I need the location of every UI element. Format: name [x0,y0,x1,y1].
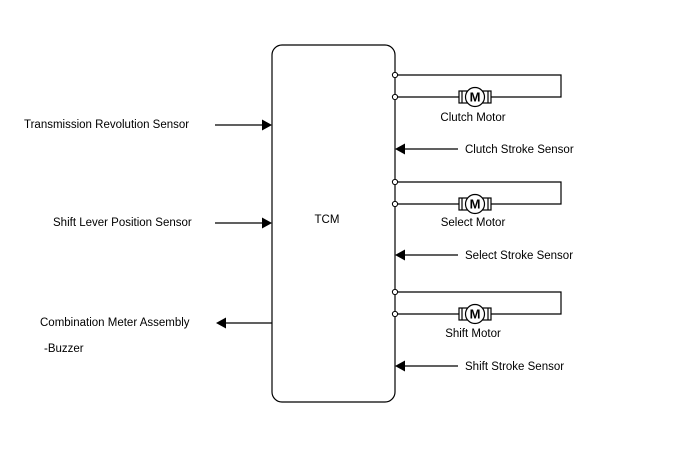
motor-icon: M [458,303,492,325]
select-stroke-sensor-label: Select Stroke Sensor [465,250,573,262]
tcm-block: TCM [271,44,396,403]
tcm-label: TCM [315,214,340,226]
terminal-node [391,93,399,101]
arrow-left-icon [395,249,405,261]
arrow-left-icon [395,143,405,155]
shift-motor-label: Shift Motor [445,328,501,340]
motor-icon: M [458,86,492,108]
arrow-right-icon [262,217,272,229]
terminal-node [391,178,399,186]
terminal-node [391,71,399,79]
motor-rotor [464,86,486,108]
motor-symbol: M [470,90,481,105]
transmission-revolution-sensor-label: Transmission Revolution Sensor [24,119,189,131]
shift-stroke-sensor-label: Shift Stroke Sensor [465,361,564,373]
select-motor-label: Select Motor [441,217,506,229]
buzzer-label: -Buzzer [44,343,84,355]
motor-symbol: M [470,197,481,212]
motor-symbol: M [470,307,481,322]
motor-rotor [464,193,486,215]
arrow-left-icon [216,317,226,329]
select-stroke-sensor: Select Stroke Sensor [395,249,573,262]
input-transmission-revolution-sensor: Transmission Revolution Sensor [24,119,272,131]
clutch-stroke-sensor: Clutch Stroke Sensor [395,143,574,156]
tcm-box [271,44,396,403]
terminal-node [391,288,399,296]
terminal-node [391,310,399,318]
clutch-motor-label: Clutch Motor [440,112,505,124]
motor-rotor [464,303,486,325]
motor-icon: M [458,193,492,215]
clutch-motor-circuit: M Clutch Motor [391,71,562,124]
terminal-node [391,200,399,208]
combination-meter-assembly-label: Combination Meter Assembly [40,317,190,329]
arrow-left-icon [395,360,405,372]
clutch-stroke-sensor-label: Clutch Stroke Sensor [465,144,574,156]
shift-lever-position-sensor-label: Shift Lever Position Sensor [53,217,192,229]
output-combination-meter-assembly: Combination Meter Assembly -Buzzer [40,317,272,355]
arrow-right-icon [262,119,272,131]
shift-motor-circuit: M Shift Motor [391,288,562,340]
select-motor-circuit: M Select Motor [391,178,562,229]
input-shift-lever-position-sensor: Shift Lever Position Sensor [53,217,272,229]
shift-stroke-sensor: Shift Stroke Sensor [395,360,564,373]
